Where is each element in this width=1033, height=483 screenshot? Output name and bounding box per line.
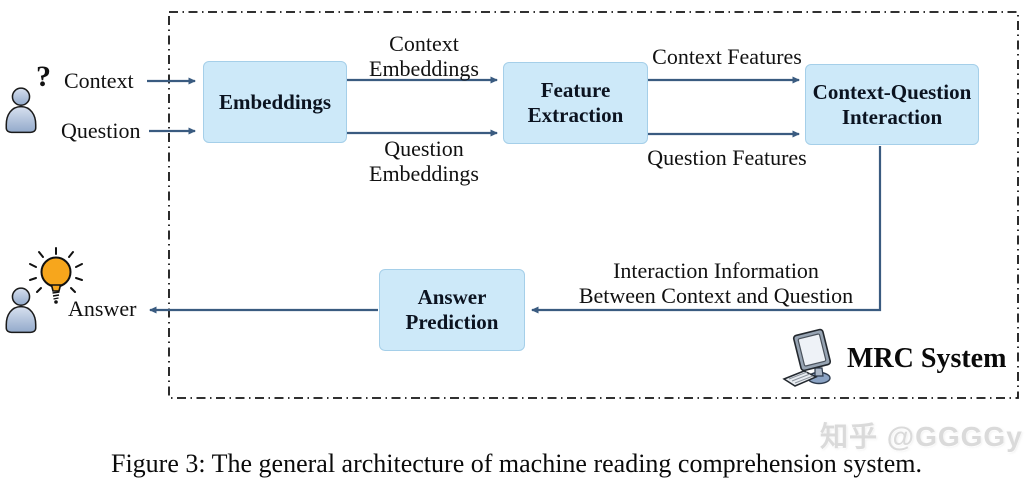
user-icon-answer <box>5 287 37 334</box>
question-label: Question <box>61 118 141 143</box>
node-embeddings: Embeddings <box>203 61 347 143</box>
node-answer-prediction: Answer Prediction <box>379 269 525 351</box>
watermark: 知乎 @GGGGy <box>820 421 1023 452</box>
edge-label-context-features: Context Features <box>652 44 802 69</box>
context-label: Context <box>64 68 134 93</box>
node-feature-extraction: Feature Extraction <box>503 62 648 144</box>
edge-label-question-features: Question Features <box>647 145 807 170</box>
mrc-system-label: MRC System <box>847 343 1007 374</box>
edge-label-context-embeddings: Context Embeddings <box>369 31 479 82</box>
user-icon <box>5 87 37 134</box>
computer-icon <box>782 328 832 387</box>
system-boundary <box>168 11 1019 399</box>
node-context-question-interaction: Context-Question Interaction <box>805 64 979 145</box>
lightbulb-icon <box>29 247 83 304</box>
arrow-interaction-to-answer-prediction <box>531 146 882 314</box>
mrc-system-badge: MRC System <box>782 328 1006 390</box>
question-mark: ? <box>36 60 51 93</box>
edge-label-question-embeddings: Question Embeddings <box>369 136 479 187</box>
answer-label: Answer <box>68 296 137 321</box>
figure-caption: Figure 3: The general architecture of ma… <box>110 449 922 478</box>
edge-label-interaction-information: Interaction Information Between Context … <box>578 258 854 309</box>
